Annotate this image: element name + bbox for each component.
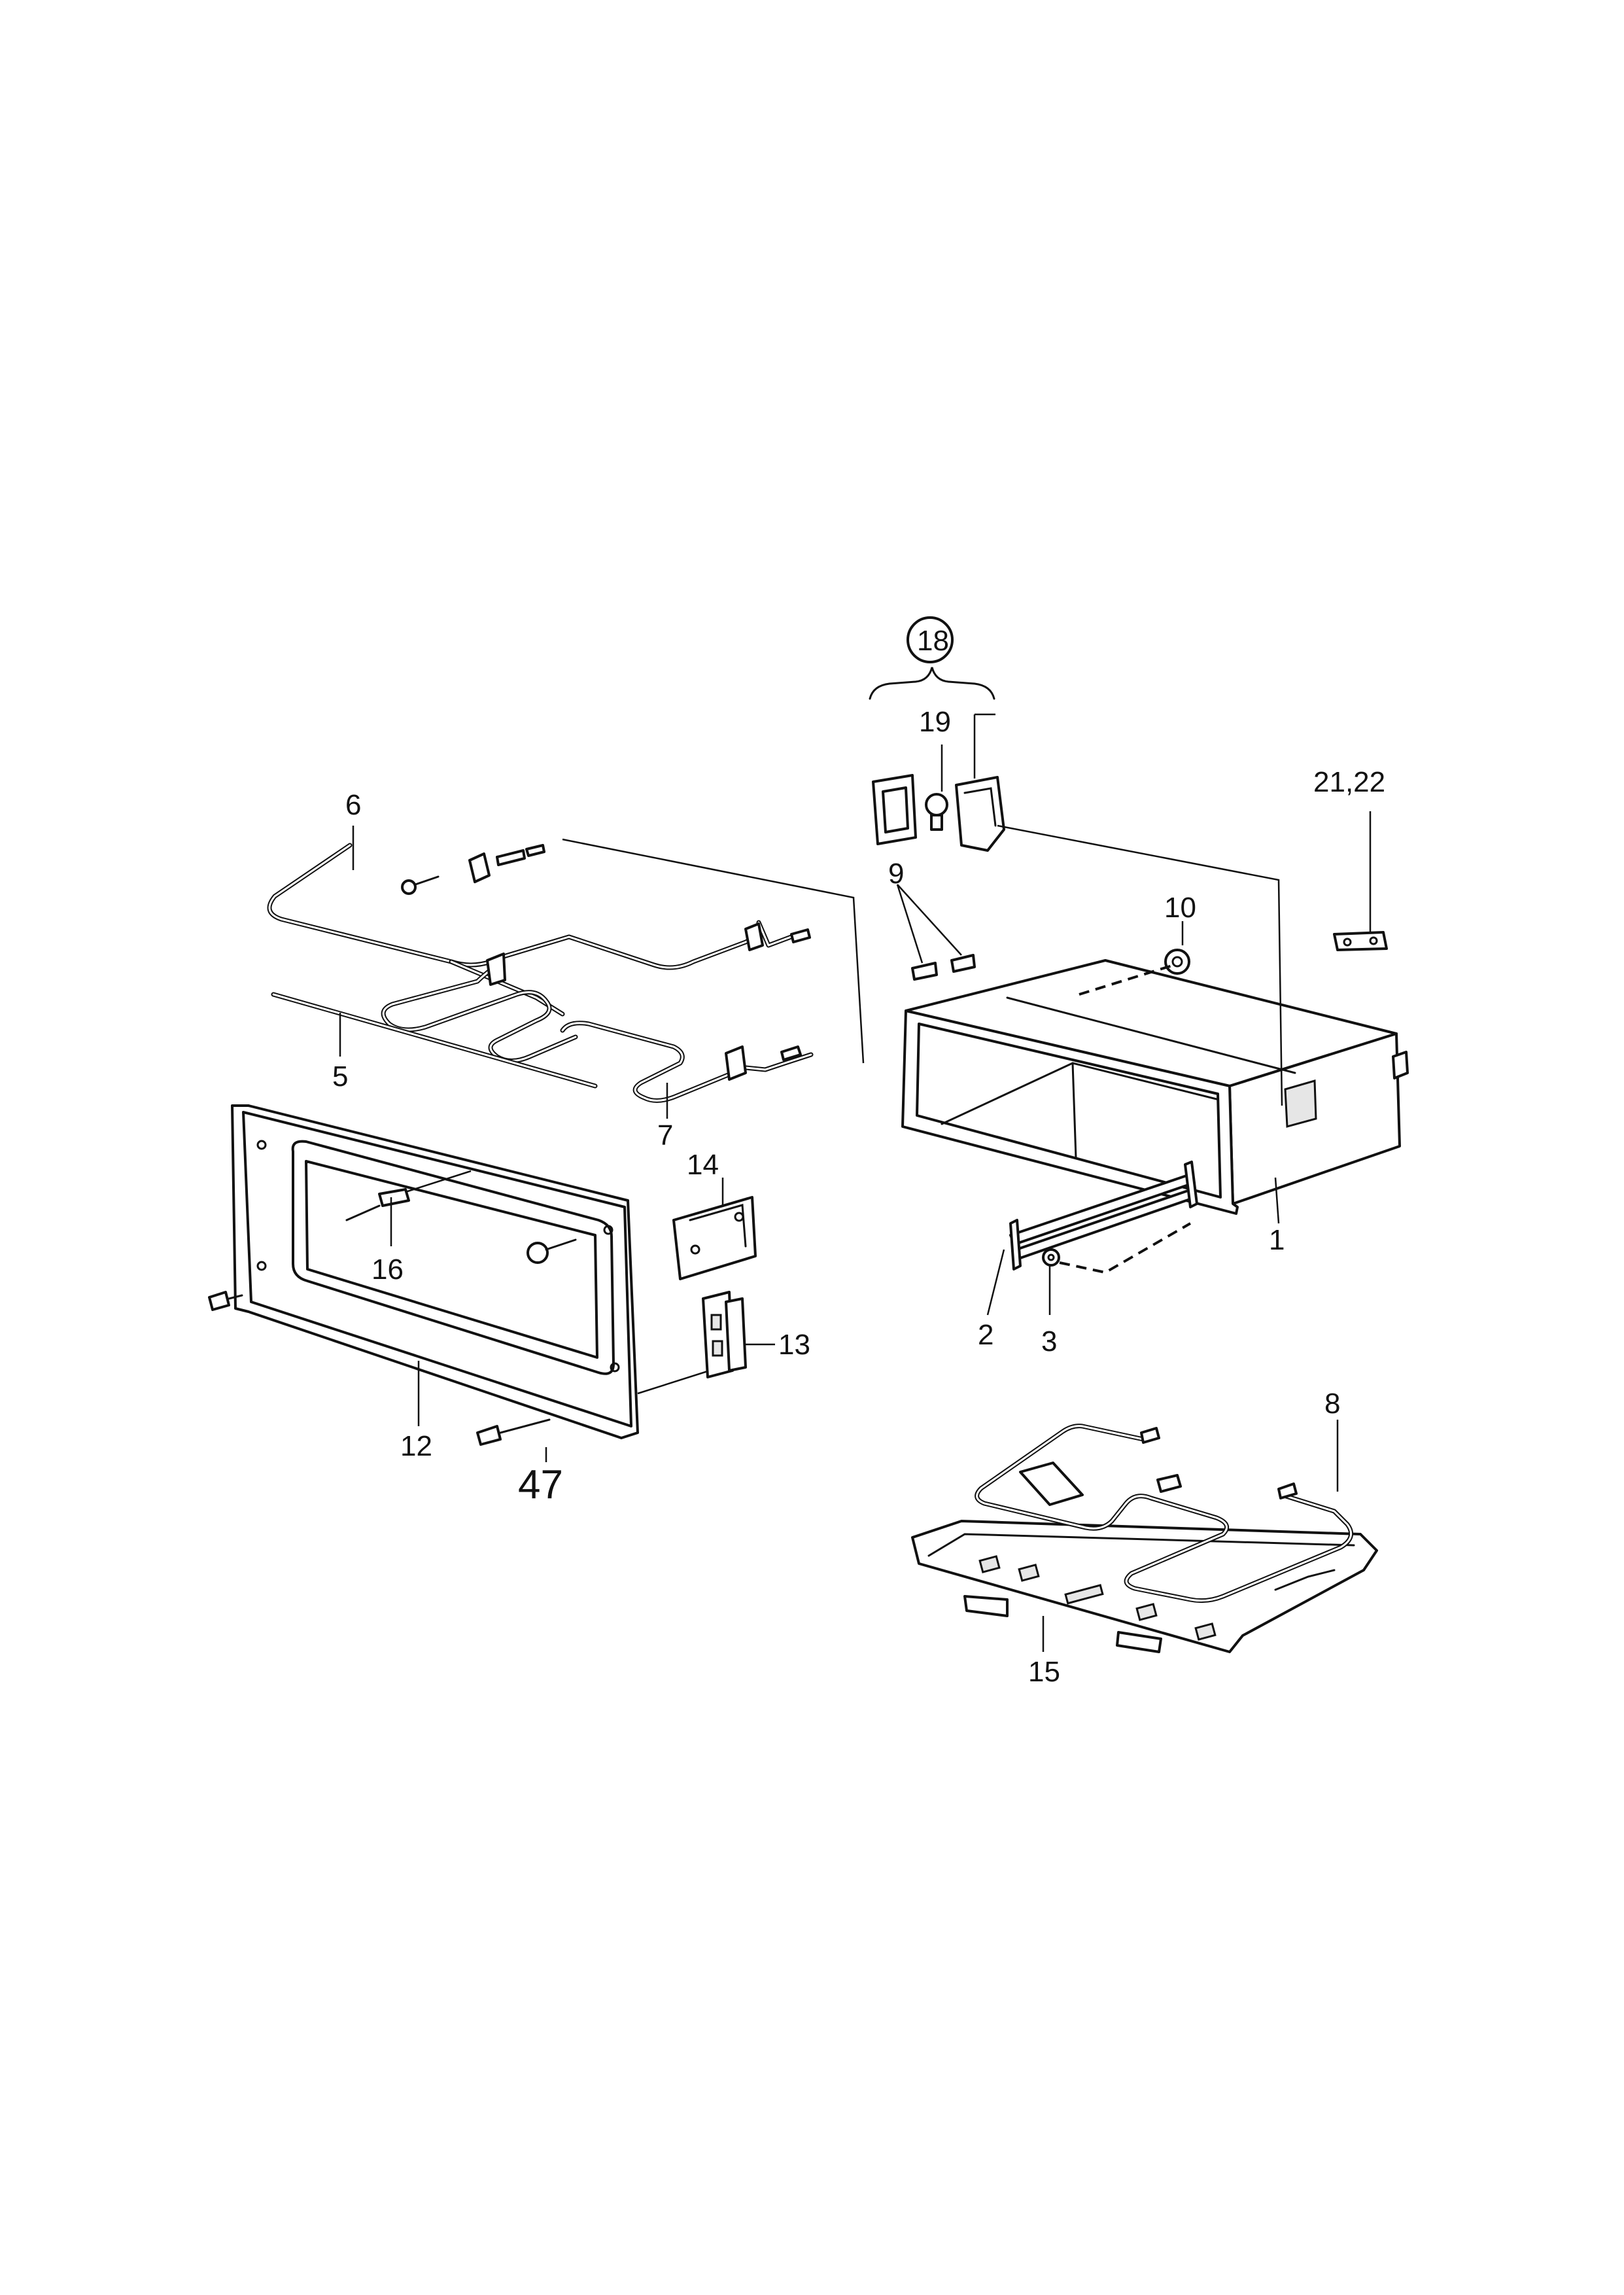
callout-circle-18 (907, 616, 954, 663)
label-19: 19 (919, 706, 951, 738)
door-panel-12 (208, 1104, 710, 1462)
label-3: 3 (1041, 1325, 1057, 1358)
lamp-holder-part (872, 774, 917, 845)
nut-10 (1164, 949, 1190, 975)
lamp-cover-part (955, 713, 1005, 852)
label-15: 15 (1028, 1656, 1060, 1688)
heating-element-lower-7 (560, 1021, 814, 1119)
label-1: 1 (1269, 1224, 1285, 1256)
label-9: 9 (888, 858, 904, 890)
heating-element-upper-6 (267, 826, 811, 1063)
lamp-assembly-group (869, 616, 1005, 852)
label-7: 7 (657, 1119, 673, 1151)
label-8: 8 (1324, 1388, 1340, 1420)
label-5: 5 (332, 1060, 348, 1093)
bottom-heating-element-8 (975, 1420, 1354, 1603)
lamp-bulb-part (925, 745, 948, 831)
label-6: 6 (345, 789, 361, 821)
clip-9a (911, 962, 938, 981)
bracket-plate-21-22 (1333, 811, 1388, 951)
group-bracket-18 (869, 667, 995, 700)
clip-9b (950, 954, 976, 973)
label-47: 47 (518, 1462, 563, 1507)
oven-cavity-1 (562, 824, 1409, 1224)
screw-3 (1042, 1222, 1191, 1315)
label-2: 2 (978, 1319, 993, 1351)
label-18: 18 (917, 625, 949, 657)
bottom-tray-15 (911, 1520, 1378, 1653)
shelf-runner-2 (986, 1161, 1198, 1316)
label-10: 10 (1164, 892, 1196, 924)
label-21-22: 21,22 (1313, 766, 1385, 798)
door-hinge-bracket-14 (672, 1178, 757, 1280)
door-hinge-13 (702, 1291, 775, 1378)
label-13: 13 (778, 1329, 810, 1361)
door-hinge-16 (378, 1188, 410, 1207)
label-12: 12 (400, 1430, 432, 1462)
label-14: 14 (687, 1149, 719, 1181)
door-seal-rod-5 (271, 992, 598, 1089)
label-16: 16 (371, 1253, 404, 1286)
